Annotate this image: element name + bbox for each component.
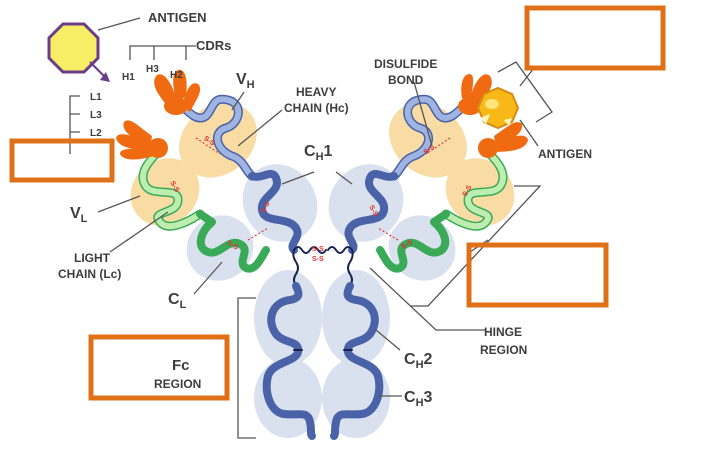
- label-light-chain-2: CHAIN (Lc): [58, 267, 121, 281]
- label-antigen-left: ANTIGEN: [148, 10, 207, 25]
- label-ch2: CH2: [404, 351, 433, 371]
- free-antigen: [47, 22, 110, 82]
- ch2-shadow-left: [254, 270, 322, 366]
- answer-box-left[interactable]: [9, 138, 115, 183]
- vh-left: [175, 96, 255, 179]
- label-l2: L2: [90, 128, 102, 139]
- label-h1: H1: [122, 72, 135, 83]
- ch2-shadow-right: [322, 270, 390, 366]
- cdr-l3-right: [492, 135, 528, 152]
- label-fc-1: Fc: [172, 357, 190, 374]
- label-heavy-chain-2: CHAIN (Hc): [284, 101, 349, 115]
- cdr-h3-right: [461, 74, 474, 104]
- leader-ch1: [281, 171, 353, 185]
- label-antigen-right: ANTIGEN: [538, 147, 592, 161]
- ch1-left: [248, 170, 302, 254]
- ss-hinge-2: S-S: [312, 256, 324, 263]
- leader-vh: [231, 91, 245, 111]
- label-ch1: CH1: [304, 143, 333, 163]
- cdr-h3-left: [173, 69, 187, 104]
- answer-boxes: [9, 5, 666, 401]
- l-bracket: [69, 95, 80, 154]
- ss-vh-left-line: [195, 137, 221, 155]
- hinge-right-down: [347, 249, 354, 287]
- leader-antigen-right: [519, 119, 539, 147]
- antigen-arrow-head: [100, 72, 110, 82]
- label-hinge-1: HINGE: [484, 325, 522, 339]
- label-vh: VH: [236, 71, 255, 91]
- hinge-right-wiggle: [327, 246, 353, 254]
- label-h2: H2: [170, 70, 183, 81]
- label-l1: L1: [90, 92, 102, 103]
- ch1-shadow-left: [242, 164, 318, 242]
- leader-ch2: [375, 329, 401, 351]
- ch1-shadow-right: [328, 164, 404, 242]
- bound-antigen-highlight: [485, 99, 499, 109]
- fab-bracket-upper: [497, 61, 553, 123]
- cdr-l2-left: [120, 149, 156, 160]
- leader-disulfide: [413, 81, 433, 147]
- ss-vh-right-line: [425, 137, 451, 155]
- cdr-base-light-right: [478, 138, 498, 158]
- antigen-arrow-line: [89, 61, 107, 79]
- cdr-l3-left: [116, 134, 154, 152]
- answer-box-mid-right[interactable]: [466, 242, 609, 308]
- fc-right: [330, 282, 384, 440]
- vl-left: [140, 145, 203, 230]
- chains: [138, 94, 508, 440]
- leader-light-chain: [109, 211, 169, 253]
- cdr-fingers: [116, 69, 528, 160]
- cdr-base-light-left: [148, 138, 168, 158]
- cl-left: [196, 210, 270, 273]
- answer-box-fc[interactable]: [88, 334, 230, 401]
- label-disulfide-1: DISULFIDE: [374, 57, 437, 71]
- cdr-bracket: [129, 45, 196, 60]
- leader-antigen-left: [97, 17, 141, 31]
- leader-hinge: [369, 267, 486, 331]
- ss-hinge-1: S-S: [312, 246, 324, 253]
- label-cdrs: CDRs: [196, 38, 231, 53]
- leader-vl: [97, 195, 141, 213]
- label-cl: CL: [168, 291, 187, 311]
- label-disulfide-2: BOND: [388, 73, 424, 87]
- bound-antigen-sparks: [480, 114, 512, 126]
- cl-right: [376, 210, 450, 273]
- fc-left: [262, 282, 316, 440]
- vl-right: [443, 145, 506, 230]
- leader-lines: [69, 17, 556, 439]
- label-ch3: CH3: [404, 389, 433, 409]
- hinge-left-wiggle: [293, 246, 327, 254]
- ch1-right: [344, 170, 398, 254]
- cdr-base-heavy-right: [458, 97, 482, 115]
- label-heavy-chain-1: HEAVY: [296, 85, 336, 99]
- label-light-chain-1: LIGHT: [74, 251, 111, 265]
- label-l3: L3: [90, 110, 102, 121]
- label-vl: VL: [70, 205, 88, 225]
- antigen-octagon: [47, 22, 100, 74]
- label-hinge-2: REGION: [480, 343, 527, 357]
- label-h3: H3: [146, 64, 159, 75]
- fc-bracket: [237, 297, 256, 439]
- bound-antigen: [476, 86, 520, 130]
- leader-cl: [193, 261, 223, 295]
- vh-right: [391, 96, 471, 179]
- label-fc-2: REGION: [154, 377, 201, 391]
- answer-box-top-right[interactable]: [524, 5, 666, 71]
- cdr-base-heavy-left: [164, 97, 188, 115]
- connector-box-top: [519, 67, 556, 87]
- hinge-left-down: [292, 249, 299, 287]
- labels: ANTIGEN CDRs H1 H3 H2 L1 L3 L2 VH HEAVY …: [58, 10, 592, 409]
- leader-heavy-chain: [237, 109, 283, 147]
